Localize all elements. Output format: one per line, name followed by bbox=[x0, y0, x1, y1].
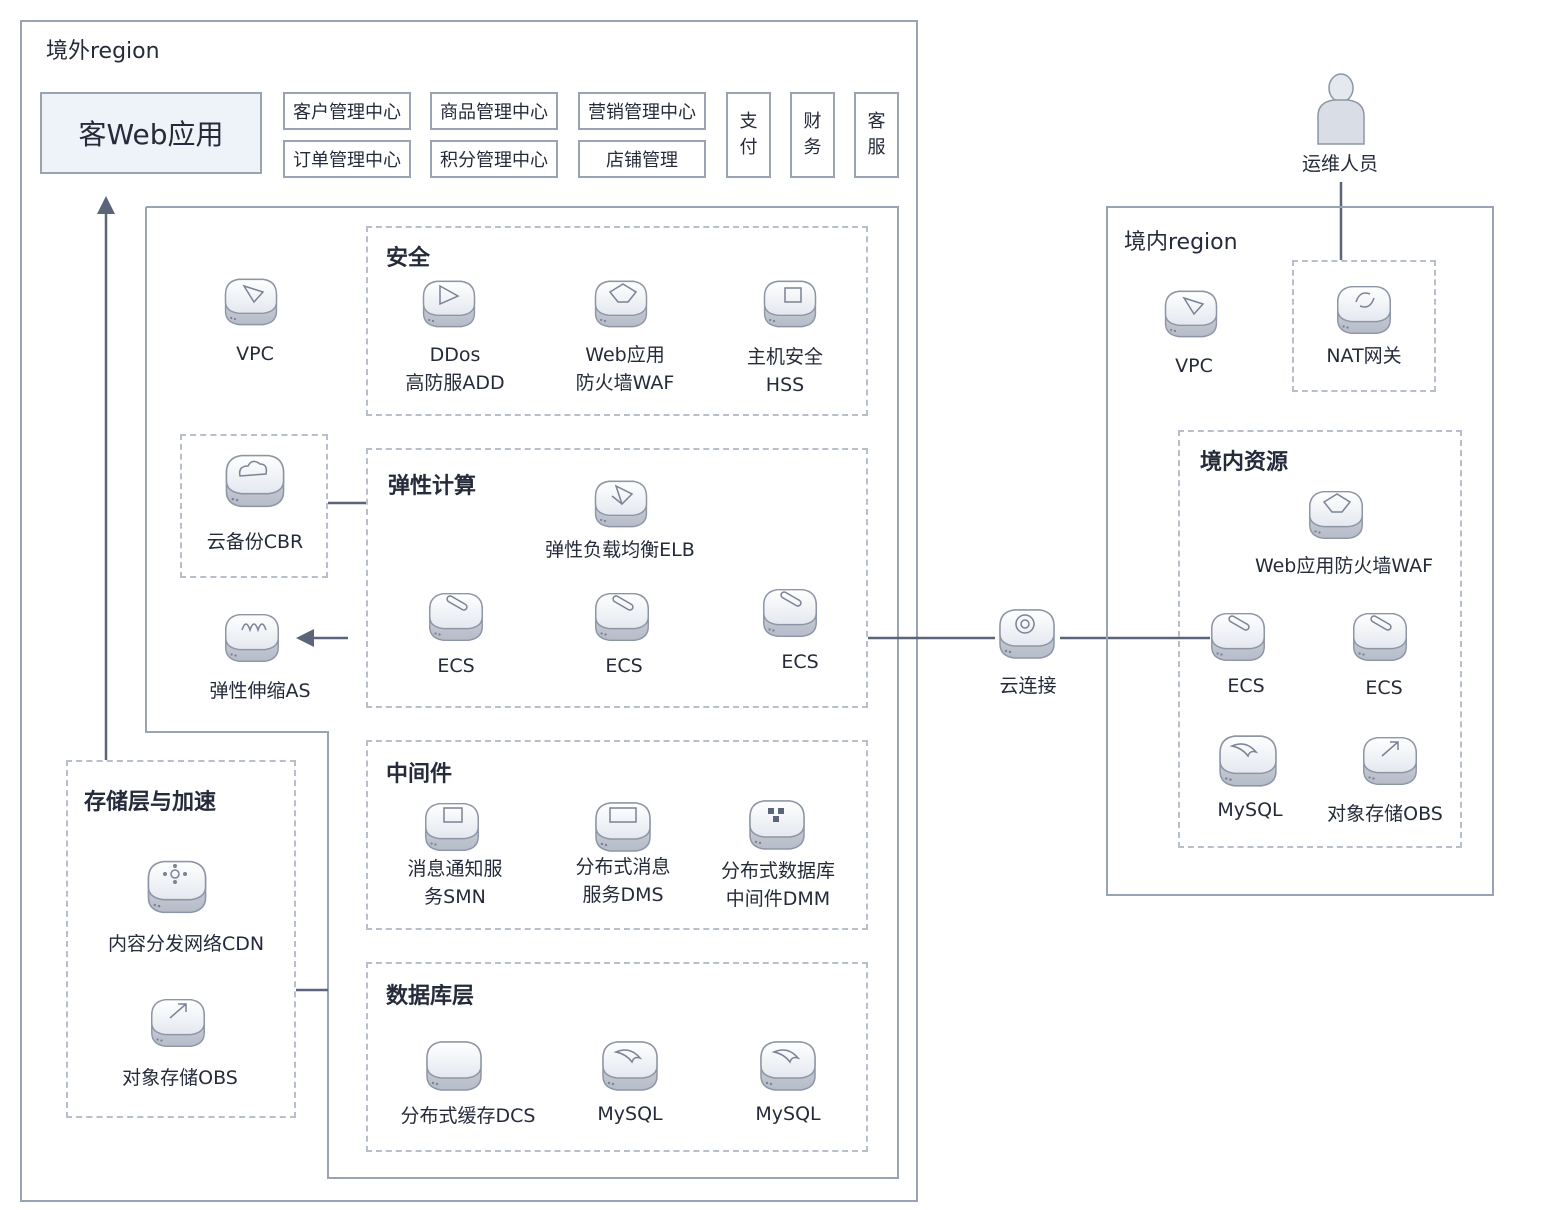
nat-gateway-icon bbox=[1330, 280, 1398, 340]
elb-label: 弹性负载均衡ELB bbox=[545, 539, 695, 561]
ddos-label: DDos 高防服ADD bbox=[405, 344, 505, 394]
domestic-resources-section bbox=[1178, 430, 1462, 848]
obs-icon bbox=[144, 990, 212, 1056]
ecs-label: ECS bbox=[1227, 675, 1265, 697]
compute-title: 弹性计算 bbox=[388, 474, 477, 499]
cbr-label: 云备份CBR bbox=[206, 531, 304, 553]
tag-customer-mgmt: 客户管理中心 bbox=[283, 92, 411, 130]
ecs-icon bbox=[1346, 604, 1414, 670]
as-icon bbox=[218, 606, 286, 670]
tag-store-mgmt: 店铺管理 bbox=[578, 140, 706, 178]
dms-label: 分布式消息 服务DMS bbox=[575, 856, 671, 906]
mysql-label: MySQL bbox=[1217, 799, 1283, 821]
mysql-label: MySQL bbox=[755, 1103, 821, 1125]
cloud-connect-icon bbox=[990, 604, 1064, 664]
database-title: 数据库层 bbox=[386, 984, 475, 1009]
cbr-section bbox=[180, 434, 328, 578]
ecs-icon bbox=[756, 580, 824, 646]
storage-section bbox=[66, 760, 296, 1118]
ops-person-icon bbox=[1317, 73, 1365, 145]
tag-payment: 支 付 bbox=[726, 92, 771, 178]
overseas-region-title: 境外region bbox=[46, 39, 160, 64]
tag-finance: 财 务 bbox=[790, 92, 835, 178]
tag-customer-service: 客 服 bbox=[854, 92, 899, 178]
ecs-icon bbox=[1204, 604, 1272, 670]
ecs-label: ECS bbox=[437, 655, 475, 677]
hss-label: 主机安全 HSS bbox=[746, 346, 823, 396]
obs-label: 对象存储OBS bbox=[1327, 803, 1443, 825]
ops-person-label: 运维人员 bbox=[1301, 153, 1378, 175]
compute-section bbox=[366, 448, 868, 708]
obs-icon bbox=[1356, 728, 1424, 794]
tag-order-mgmt: 订单管理中心 bbox=[283, 140, 411, 178]
obs-label: 对象存储OBS bbox=[122, 1067, 238, 1089]
smn-label: 消息通知服 务SMN bbox=[407, 858, 503, 908]
domestic-resources-title: 境内资源 bbox=[1200, 450, 1289, 475]
cloud-connect-label: 云连接 bbox=[999, 675, 1057, 697]
ecs-icon bbox=[422, 584, 490, 650]
web-app-box: 客Web应用 bbox=[40, 92, 262, 174]
mysql-icon bbox=[752, 1036, 824, 1096]
security-section bbox=[366, 226, 868, 416]
mysql-label: MySQL bbox=[597, 1103, 663, 1125]
waf-icon bbox=[1302, 484, 1370, 546]
security-title: 安全 bbox=[386, 246, 431, 271]
elb-icon bbox=[588, 474, 654, 534]
ecs-label: ECS bbox=[1365, 677, 1403, 699]
middleware-section bbox=[366, 740, 868, 930]
cbr-icon bbox=[218, 448, 292, 514]
as-label: 弹性伸缩AS bbox=[209, 680, 311, 702]
waf-label: Web应用防火墙WAF bbox=[1254, 555, 1434, 577]
database-section bbox=[366, 962, 868, 1152]
storage-title: 存储层与加速 bbox=[84, 790, 217, 815]
ddos-icon bbox=[416, 274, 482, 334]
domestic-region-title: 境内region bbox=[1124, 230, 1238, 255]
mysql-icon bbox=[1210, 730, 1286, 792]
overseas-region bbox=[20, 20, 918, 1202]
smn-icon bbox=[418, 796, 486, 858]
waf-label: Web应用 防火墙WAF bbox=[575, 344, 675, 394]
dms-icon bbox=[588, 796, 658, 858]
vpc-label: VPC bbox=[1175, 355, 1213, 377]
cdn-label: 内容分发网络CDN bbox=[107, 933, 265, 955]
ecs-label: ECS bbox=[605, 655, 643, 677]
tag-marketing-mgmt: 营销管理中心 bbox=[578, 92, 706, 130]
dcs-label: 分布式缓存DCS bbox=[400, 1105, 536, 1127]
ecs-label: ECS bbox=[781, 651, 819, 673]
mysql-icon bbox=[594, 1036, 666, 1096]
ecs-icon bbox=[588, 584, 656, 650]
vpc-icon bbox=[1158, 284, 1224, 344]
middleware-title: 中间件 bbox=[386, 762, 453, 787]
vpc-label: VPC bbox=[236, 343, 274, 365]
vpc-icon bbox=[218, 272, 284, 332]
tag-points-mgmt: 积分管理中心 bbox=[430, 140, 558, 178]
hss-icon bbox=[757, 274, 823, 334]
nat-gateway-label: NAT网关 bbox=[1326, 345, 1402, 367]
domestic-region bbox=[1106, 206, 1494, 896]
waf-icon bbox=[588, 274, 654, 334]
dmm-icon bbox=[742, 794, 812, 856]
cdn-icon bbox=[140, 854, 214, 920]
dcs-icon bbox=[418, 1036, 490, 1096]
nat-section bbox=[1292, 260, 1436, 392]
tag-product-mgmt: 商品管理中心 bbox=[430, 92, 558, 130]
dmm-label: 分布式数据库 中间件DMM bbox=[720, 860, 835, 910]
